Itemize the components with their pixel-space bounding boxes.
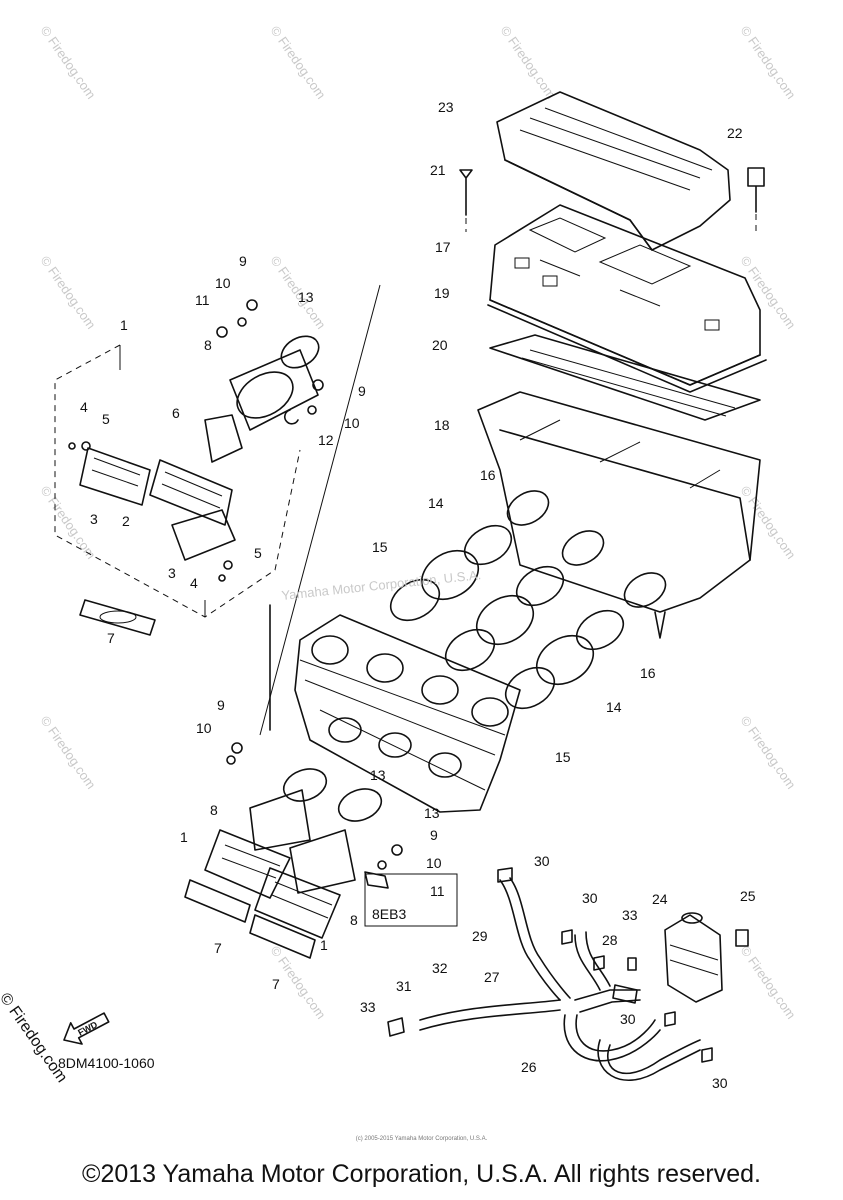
callout-c16a: 16 xyxy=(480,467,496,483)
reed-valve-upper xyxy=(54,284,381,736)
callout-c29: 29 xyxy=(472,928,488,944)
callout-c15a: 15 xyxy=(372,539,388,555)
air-filter-cover xyxy=(459,91,767,639)
callout-c8a: 8 xyxy=(204,337,212,353)
callout-c28: 28 xyxy=(602,932,618,948)
copyright-notice: ©2013 Yamaha Motor Corporation, U.S.A. A… xyxy=(82,1160,761,1188)
callout-c9a: 9 xyxy=(239,253,247,269)
firedog-watermark: © Firedog.com xyxy=(268,23,329,102)
callout-c8b: 8 xyxy=(210,802,218,818)
reed-valve-lower xyxy=(184,742,403,959)
variant-box-label: 8EB3 xyxy=(372,906,406,922)
firedog-watermark: © Firedog.com xyxy=(38,23,99,102)
callout-c9d: 9 xyxy=(430,827,438,843)
callout-c14b: 14 xyxy=(606,699,622,715)
callout-c1a: 1 xyxy=(120,317,128,333)
callout-c4b: 4 xyxy=(190,575,198,591)
callout-c16b: 16 xyxy=(640,665,656,681)
callout-c26: 26 xyxy=(521,1059,537,1075)
callout-c3a: 3 xyxy=(90,511,98,527)
callout-c30a: 30 xyxy=(534,853,550,869)
callout-c11a: 11 xyxy=(195,292,210,308)
callout-c9c: 9 xyxy=(217,697,225,713)
callout-c33b: 33 xyxy=(360,999,376,1015)
callout-c5a: 5 xyxy=(102,411,110,427)
firedog-watermark: © Firedog.com xyxy=(738,713,799,792)
firedog-watermark: © Firedog.com xyxy=(498,23,559,102)
callout-c30b: 30 xyxy=(582,890,598,906)
fwd-arrow: FWD xyxy=(63,1012,110,1045)
callout-c12: 12 xyxy=(318,432,334,448)
callout-c33a: 33 xyxy=(622,907,638,923)
callout-c10b: 10 xyxy=(344,415,360,431)
callout-c1c: 1 xyxy=(320,937,328,953)
callout-c4a: 4 xyxy=(80,399,88,415)
fwd-label: FWD xyxy=(76,1019,99,1038)
callout-c25: 25 xyxy=(740,888,756,904)
callout-c18: 18 xyxy=(434,417,450,433)
callout-c20: 20 xyxy=(432,337,448,353)
firedog-watermark: © Firedog.com xyxy=(738,23,799,102)
callout-c10d: 10 xyxy=(426,855,442,871)
fuel-pump-assembly xyxy=(387,867,749,1082)
callout-c15b: 15 xyxy=(555,749,571,765)
callout-c19: 19 xyxy=(434,285,450,301)
callout-c7b: 7 xyxy=(214,940,222,956)
firedog-watermark: © Firedog.com xyxy=(738,943,799,1022)
callout-c14a: 14 xyxy=(428,495,444,511)
callout-c13b: 13 xyxy=(370,767,386,783)
callout-c22: 22 xyxy=(727,125,743,141)
callout-c9b: 9 xyxy=(358,383,366,399)
callout-c31: 31 xyxy=(396,978,412,994)
callout-c30d: 30 xyxy=(712,1075,728,1091)
callout-c5b: 5 xyxy=(254,545,262,561)
callout-c17: 17 xyxy=(435,239,451,255)
callout-c32: 32 xyxy=(432,960,448,976)
small-copyright: (c) 2005-2015 Yamaha Motor Corporation, … xyxy=(355,1136,488,1142)
callout-c10a: 10 xyxy=(215,275,231,291)
callout-c6: 6 xyxy=(172,405,180,421)
callout-c13a: 13 xyxy=(298,289,314,305)
callout-c8c: 8 xyxy=(350,912,358,928)
firedog-watermark: © Firedog.com xyxy=(738,253,799,332)
firedog-watermark: © Firedog.com xyxy=(738,483,799,562)
callout-c7a: 7 xyxy=(107,630,115,646)
variant-box: 8EB3 xyxy=(364,873,458,927)
callout-c21: 21 xyxy=(430,162,446,178)
callout-c11b: 11 xyxy=(430,883,445,899)
page-code: 8DM4100-1060 xyxy=(58,1055,155,1071)
callout-c23: 23 xyxy=(438,99,454,115)
callout-c7c: 7 xyxy=(272,976,280,992)
callout-c2: 2 xyxy=(122,513,130,529)
firedog-watermark: © Firedog.com xyxy=(38,253,99,332)
callout-c27: 27 xyxy=(484,969,500,985)
callout-c10c: 10 xyxy=(196,720,212,736)
firedog-watermark: © Firedog.com xyxy=(38,713,99,792)
carburetor-assembly xyxy=(294,614,521,813)
callout-c3b: 3 xyxy=(168,565,176,581)
callout-c13c: 13 xyxy=(424,805,440,821)
intake-boots xyxy=(389,490,667,710)
callout-c1b: 1 xyxy=(180,829,188,845)
callout-c30c: 30 xyxy=(620,1011,636,1027)
callout-c24: 24 xyxy=(652,891,668,907)
